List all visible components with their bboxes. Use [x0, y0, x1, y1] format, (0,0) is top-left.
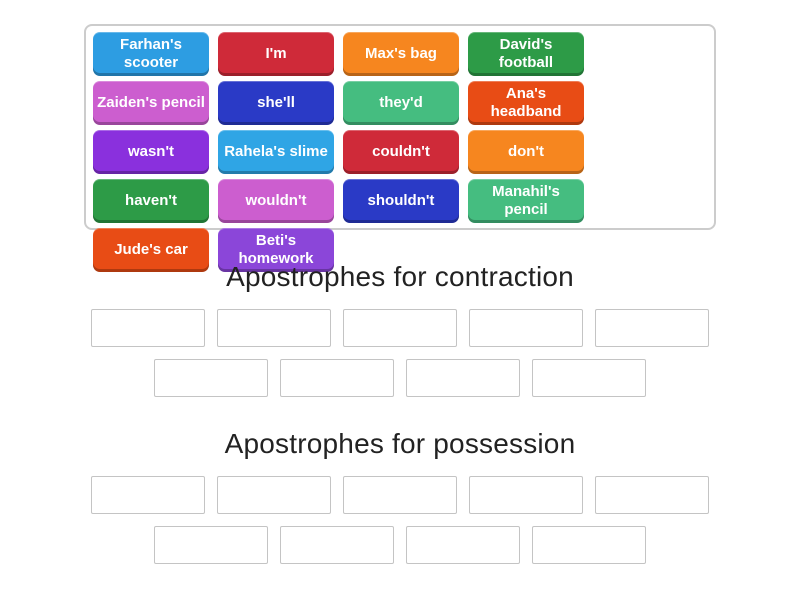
contraction-slot-row-2 — [0, 359, 800, 397]
word-tile[interactable]: Max's bag — [343, 32, 459, 76]
word-tile[interactable]: wasn't — [93, 130, 209, 174]
answer-slot[interactable] — [154, 359, 268, 397]
word-tile[interactable]: wouldn't — [218, 179, 334, 223]
word-tile[interactable]: Manahil's pencil — [468, 179, 584, 223]
word-tile[interactable]: Zaiden's pencil — [93, 81, 209, 125]
answer-slot[interactable] — [532, 359, 646, 397]
answer-slot[interactable] — [280, 359, 394, 397]
answer-slot[interactable] — [406, 359, 520, 397]
answer-slot[interactable] — [343, 476, 457, 514]
word-tile[interactable]: haven't — [93, 179, 209, 223]
word-tile[interactable]: couldn't — [343, 130, 459, 174]
possession-slot-row-2 — [0, 526, 800, 564]
answer-slot[interactable] — [406, 526, 520, 564]
answer-slot[interactable] — [91, 309, 205, 347]
possession-slot-row-1 — [0, 476, 800, 514]
answer-slot[interactable] — [91, 476, 205, 514]
answer-slot[interactable] — [154, 526, 268, 564]
word-tile[interactable]: I'm — [218, 32, 334, 76]
word-tile[interactable]: Jude's car — [93, 228, 209, 272]
word-tile[interactable]: David's football — [468, 32, 584, 76]
contraction-slot-row-1 — [0, 309, 800, 347]
word-tile[interactable]: Farhan's scooter — [93, 32, 209, 76]
answer-slot[interactable] — [595, 309, 709, 347]
group-title-possession: Apostrophes for possession — [224, 428, 576, 459]
answer-slot[interactable] — [595, 476, 709, 514]
group-title-contraction: Apostrophes for contraction — [226, 261, 574, 292]
word-tile[interactable]: they'd — [343, 81, 459, 125]
answer-slot[interactable] — [217, 476, 331, 514]
answer-slot[interactable] — [532, 526, 646, 564]
word-tile[interactable]: Ana's headband — [468, 81, 584, 125]
word-tile[interactable]: don't — [468, 130, 584, 174]
answer-slot[interactable] — [343, 309, 457, 347]
answer-slot[interactable] — [469, 309, 583, 347]
word-tile[interactable]: Beti's homework — [218, 228, 334, 272]
answer-slot[interactable] — [280, 526, 394, 564]
word-tile[interactable]: she'll — [218, 81, 334, 125]
answer-slot[interactable] — [469, 476, 583, 514]
answer-slot[interactable] — [217, 309, 331, 347]
word-tile[interactable]: shouldn't — [343, 179, 459, 223]
word-tile[interactable]: Rahela's slime — [218, 130, 334, 174]
